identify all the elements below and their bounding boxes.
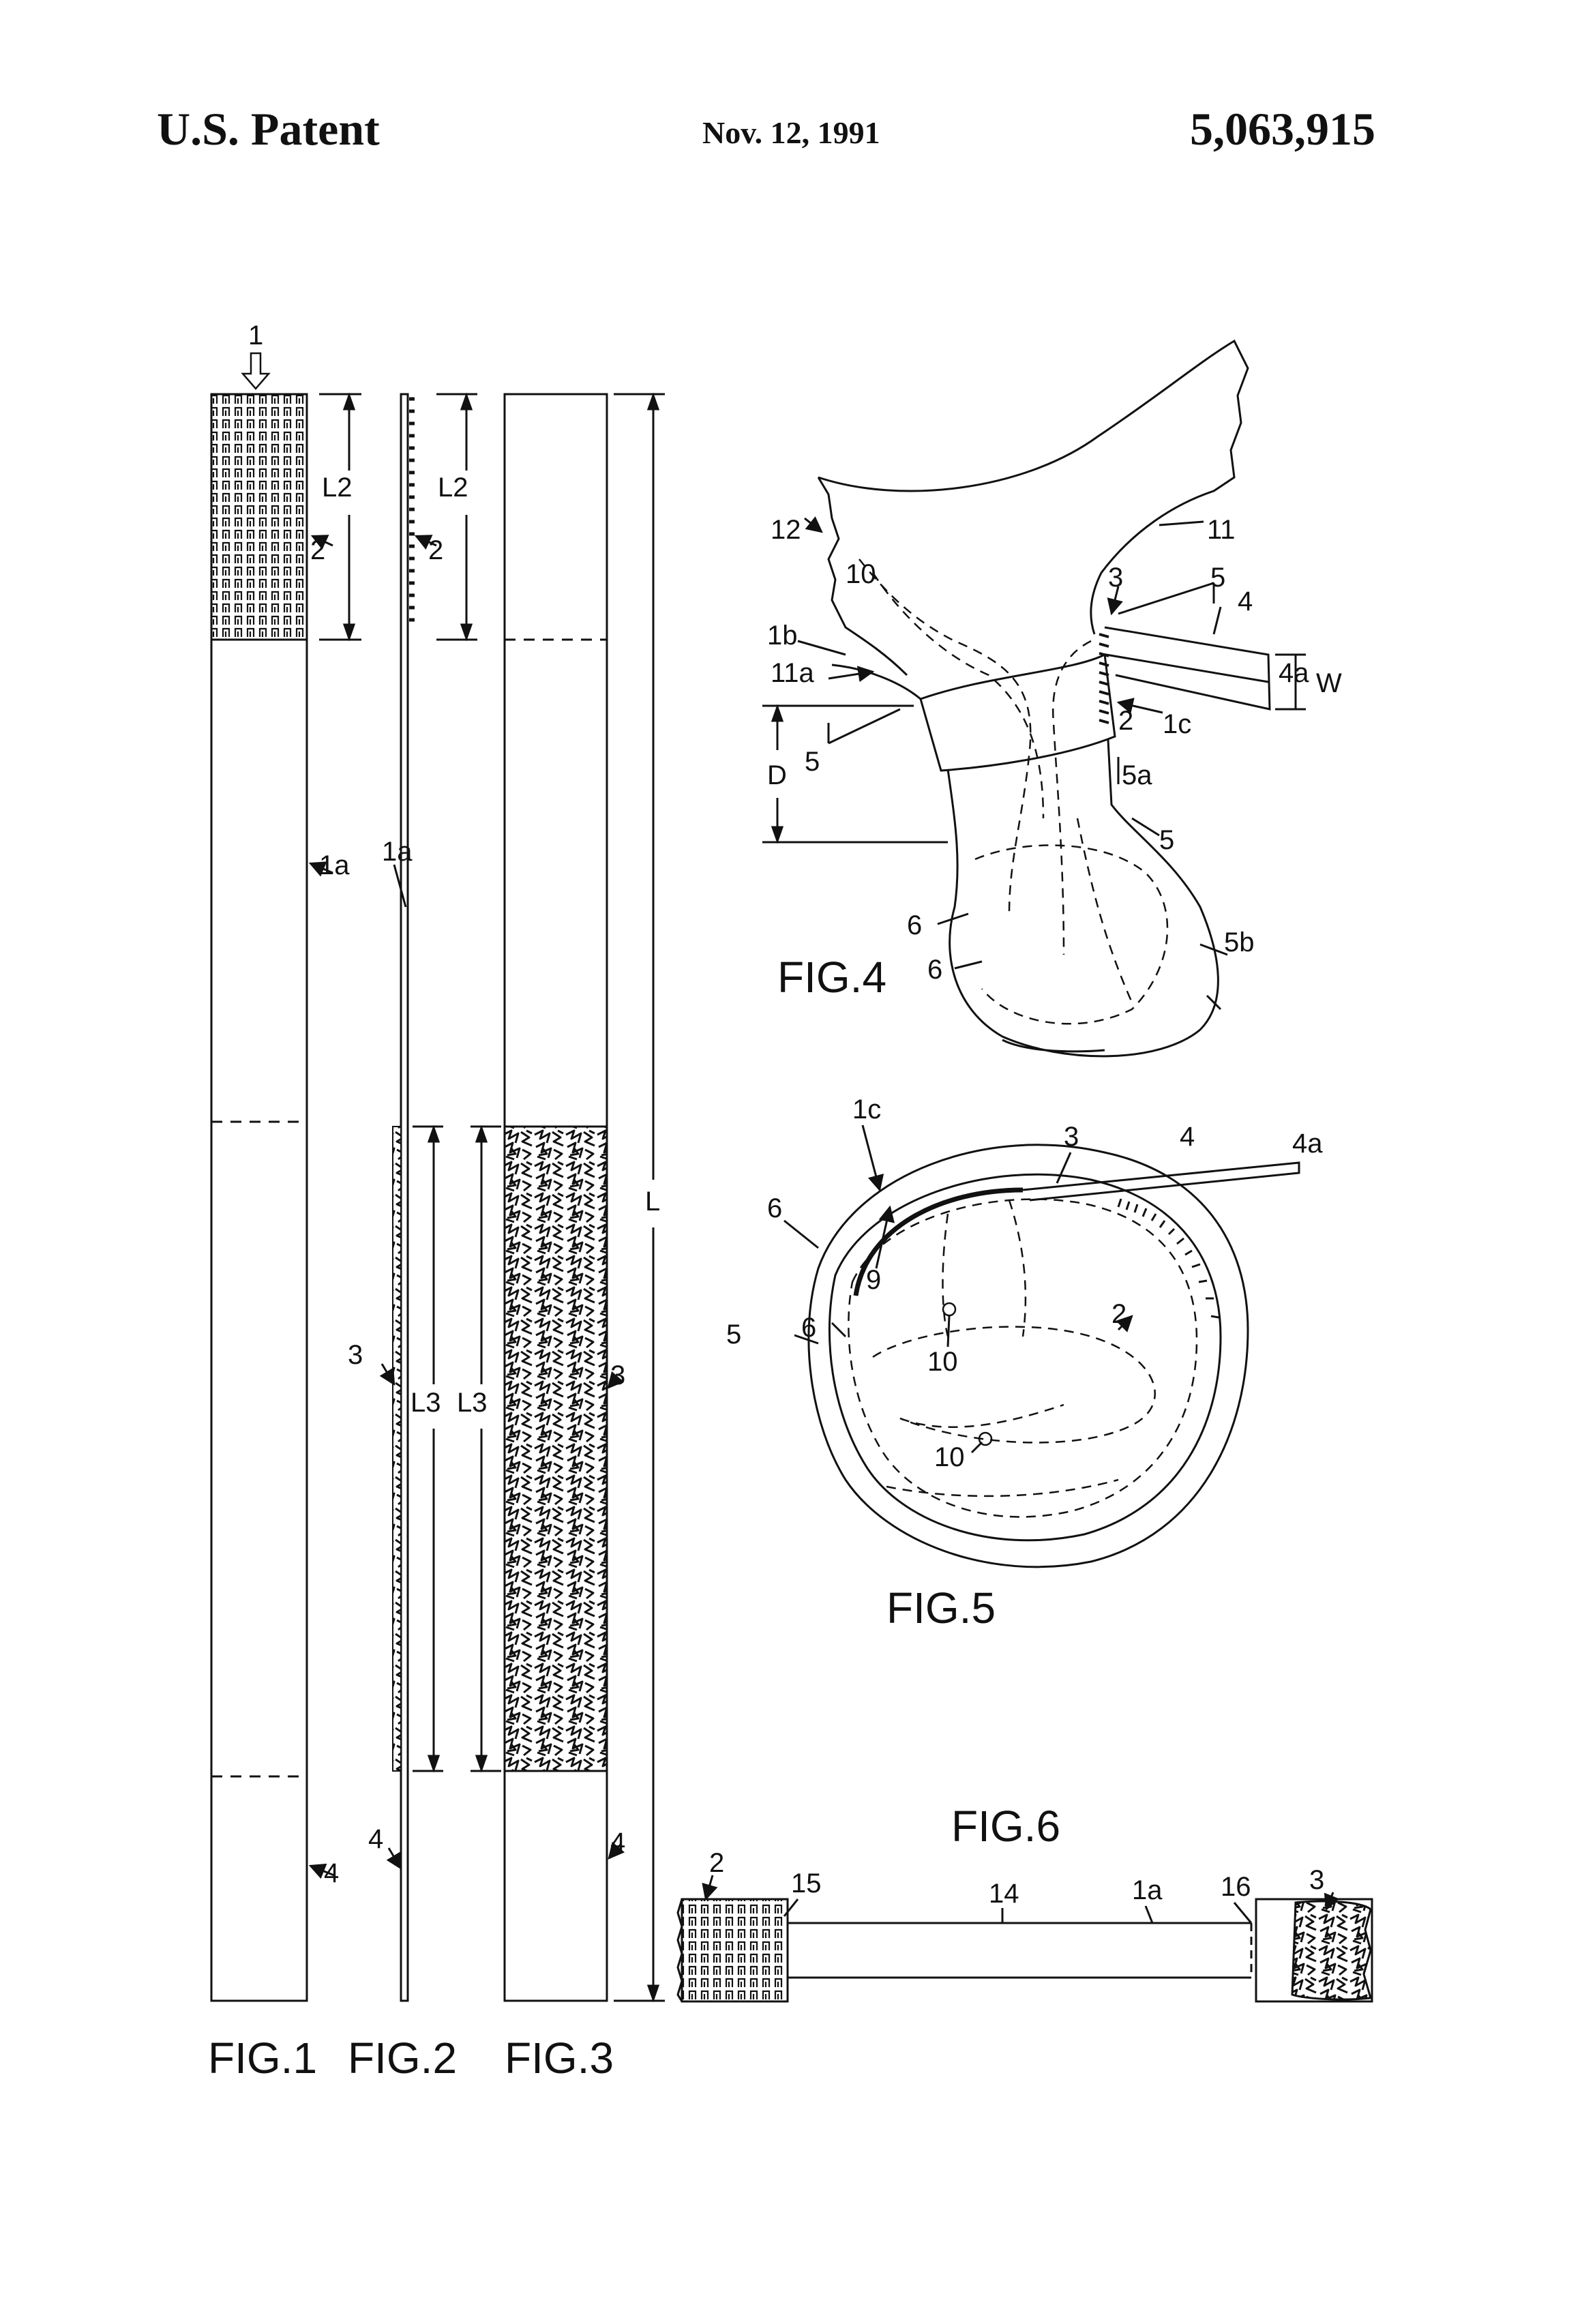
fig6-label-14: 14 <box>989 1879 1019 1909</box>
fig4-label-4a: 4a <box>1279 658 1309 688</box>
fig4-label-11: 11 <box>1207 515 1236 545</box>
fig3-label-3: 3 <box>610 1360 625 1390</box>
fig2-strip <box>382 394 477 2001</box>
fig4-label-d: D <box>767 760 787 790</box>
fig4-label-12: 12 <box>771 515 801 545</box>
fig3-strip <box>471 394 665 2001</box>
fig1-label-1a: 1a <box>319 850 350 880</box>
fig3-title: FIG.3 <box>505 2034 614 2083</box>
fig5-label-6b: 6 <box>801 1313 816 1343</box>
fig1-label-l2: L2 <box>322 473 353 503</box>
fig4-label-5a: 5a <box>1122 760 1152 790</box>
fig5-title: FIG.5 <box>886 1583 996 1633</box>
fig4-label-1c: 1c <box>1163 709 1191 739</box>
fig1-strip <box>211 353 361 2001</box>
fig6-label-16: 16 <box>1221 1872 1251 1902</box>
fig1-label-4: 4 <box>324 1858 339 1888</box>
fig4-title: FIG.4 <box>777 953 886 1002</box>
fig5-label-5: 5 <box>726 1320 741 1350</box>
fig2-loop-section <box>393 1127 401 1771</box>
figure-titles: FIG.1 FIG.2 FIG.3 FIG.4 FIG.5 FIG.6 <box>208 953 1060 2083</box>
fig4-label-2: 2 <box>1118 706 1133 736</box>
fig4-label-6a: 6 <box>907 910 922 940</box>
fig5-label-4: 4 <box>1180 1122 1195 1152</box>
fig2-label-1a: 1a <box>382 837 413 867</box>
fig5-label-2: 2 <box>1111 1299 1126 1329</box>
fig3-label-4: 4 <box>610 1828 625 1858</box>
fig4-label-5: 5 <box>1210 563 1225 593</box>
fig6-drawing <box>678 1875 1372 2001</box>
fig4-label-3: 3 <box>1108 563 1123 593</box>
fig1-title: FIG.1 <box>208 2034 317 2083</box>
fig5-label-10b: 10 <box>934 1442 965 1472</box>
fig3-label-l: L <box>645 1187 660 1217</box>
fig4-label-5-lower: 5 <box>805 747 820 777</box>
fig5-label-9: 9 <box>866 1265 881 1295</box>
fig1-label-1: 1 <box>248 321 263 351</box>
fig6-label-2: 2 <box>709 1848 724 1878</box>
fig5-label-6a: 6 <box>767 1193 782 1223</box>
fig2-label-l3: L3 <box>411 1388 441 1418</box>
fig1-label-2: 2 <box>310 535 325 565</box>
fig1-arrow-icon <box>243 353 269 389</box>
fig4-label-1b: 1b <box>767 621 798 651</box>
fig6-label-1a: 1a <box>1132 1875 1163 1905</box>
fig3-loop-section <box>505 1127 607 1771</box>
fig4-label-10: 10 <box>846 559 876 589</box>
fig2-label-2: 2 <box>428 535 443 565</box>
fig5-label-10a: 10 <box>927 1347 958 1377</box>
fig5-label-4a: 4a <box>1292 1129 1323 1159</box>
fig2-label-l2: L2 <box>438 473 468 503</box>
fig6-title: FIG.6 <box>951 1802 1060 1851</box>
fig4-label-11a: 11a <box>771 658 815 688</box>
fig4-label-5-side: 5 <box>1159 825 1174 855</box>
fig6-hook-block <box>682 1899 788 2001</box>
fig1-hook-section <box>211 394 307 640</box>
fig5-label-3: 3 <box>1064 1122 1079 1152</box>
fig4-label-4: 4 <box>1238 586 1253 616</box>
fig3-label-l3: L3 <box>457 1388 488 1418</box>
fig4-label-6b: 6 <box>927 955 942 985</box>
fig2-label-3: 3 <box>348 1340 363 1370</box>
fig5-drawing <box>784 1125 1299 1567</box>
fig4-label-w: W <box>1316 668 1342 698</box>
fig2-hook-teeth <box>409 399 415 620</box>
fig4-label-5b: 5b <box>1224 927 1255 957</box>
fig2-title: FIG.2 <box>348 2034 457 2083</box>
fig5-label-1c: 1c <box>852 1094 881 1124</box>
fig6-label-15: 15 <box>791 1868 822 1898</box>
fig6-label-3: 3 <box>1309 1865 1324 1895</box>
fig2-label-4: 4 <box>368 1824 383 1854</box>
